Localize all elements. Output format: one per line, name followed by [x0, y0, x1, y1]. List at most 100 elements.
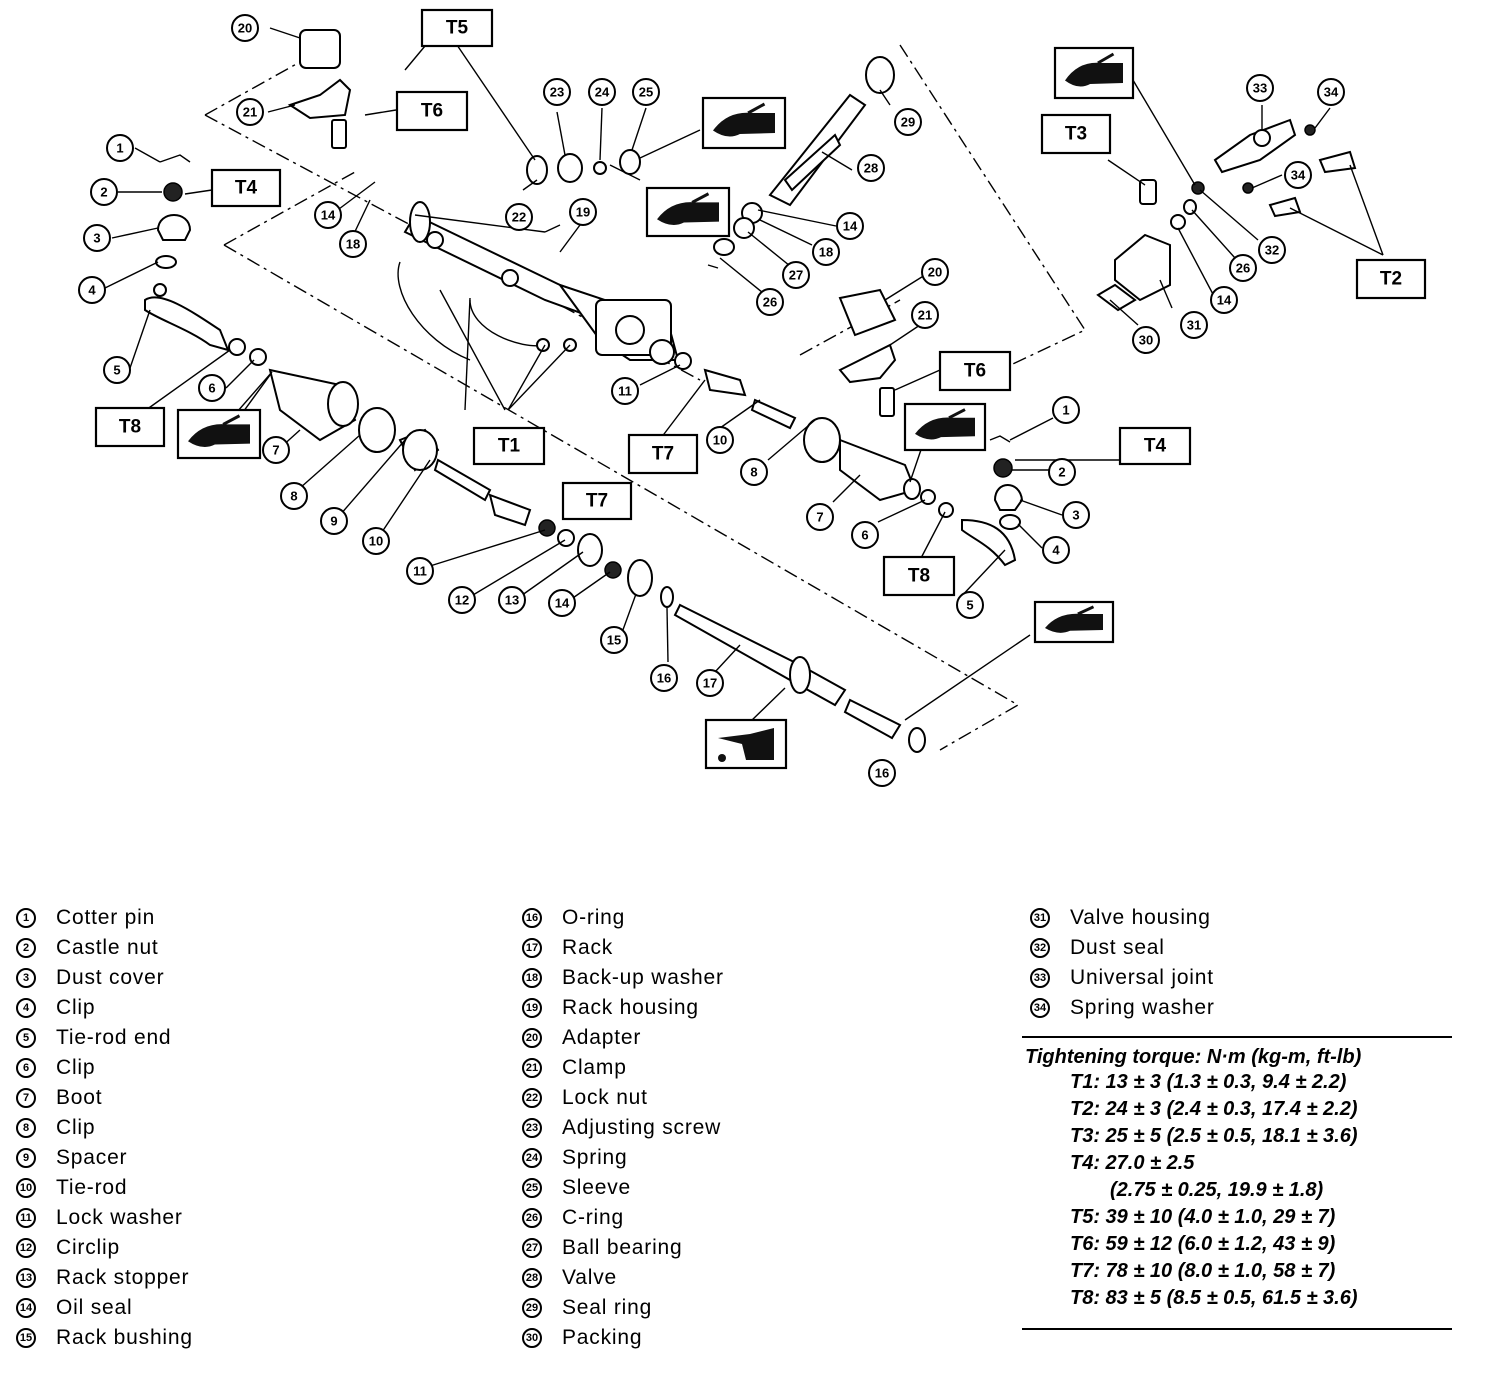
legend-item: 1 Cotter pin: [16, 903, 193, 933]
legend-item-number: 6: [16, 1058, 36, 1078]
legend-item-number: 3: [16, 968, 36, 988]
callout-14: 14: [314, 201, 342, 229]
legend-item-number: 14: [16, 1298, 36, 1318]
callout-33: 33: [1246, 74, 1274, 102]
torque-label-text: T6: [421, 101, 443, 122]
legend-item-number: 1: [16, 908, 36, 928]
callout-32: 32: [1258, 236, 1286, 264]
callout-4: 4: [78, 276, 106, 304]
tightening-torque-table: Tightening torque: N·m (kg-m, ft-lb) T1:…: [1022, 1036, 1452, 1330]
callout-number: 11: [413, 564, 427, 579]
callout-12: 12: [448, 586, 476, 614]
legend-item-number: 21: [522, 1058, 542, 1078]
torque-label-t7: T7: [627, 433, 699, 475]
legend-item-number: 24: [522, 1148, 542, 1168]
torque-label-t6: T6: [938, 350, 1012, 392]
callout-10: 10: [706, 426, 734, 454]
callout-number: 26: [1236, 261, 1250, 276]
legend-item-label: Packing: [562, 1326, 643, 1349]
callout-25: 25: [632, 78, 660, 106]
legend-item-number: 8: [16, 1118, 36, 1138]
callout-34: 34: [1317, 78, 1345, 106]
torque-label-text: T5: [446, 18, 469, 39]
grease-hand-icon: [645, 186, 731, 238]
callout-number: 17: [703, 676, 717, 691]
legend-item-label: Castle nut: [56, 936, 159, 959]
torque-label-t6: T6: [395, 90, 469, 132]
callout-number: 3: [93, 231, 100, 246]
callout-31: 31: [1180, 311, 1208, 339]
callout-number: 21: [918, 308, 932, 323]
torque-label-t3: T3: [1040, 113, 1112, 155]
legend-item-label: Cotter pin: [56, 906, 156, 929]
callout-number: 4: [1052, 543, 1060, 558]
legend-item-label: Rack stopper: [56, 1266, 190, 1289]
callout-number: 6: [208, 381, 215, 396]
legend-item-label: Lock nut: [562, 1086, 648, 1109]
torque-label-text: T6: [964, 361, 986, 382]
callout-number: 7: [816, 510, 823, 525]
legend-item-number: 26: [522, 1208, 542, 1228]
torque-label-t4: T4: [210, 168, 282, 208]
torque-label-t4: T4: [1118, 426, 1192, 466]
torque-label-t2: T2: [1355, 258, 1427, 300]
legend-item-number: 28: [522, 1268, 542, 1288]
legend-item-label: Oil seal: [56, 1296, 133, 1319]
legend-item-label: Tie-rod: [56, 1176, 128, 1199]
torque-label-text: T4: [1144, 436, 1167, 457]
callout-14: 14: [1210, 286, 1238, 314]
grease-hand-icon: [176, 408, 262, 460]
callout-26: 26: [1229, 254, 1257, 282]
valve-drawing: [526, 56, 895, 269]
callout-1: 1: [106, 134, 134, 162]
torque-table-title: Tightening torque: N·m (kg-m, ft-lb): [1025, 1046, 1362, 1068]
legend-item-number: 11: [16, 1208, 36, 1228]
callout-5: 5: [103, 356, 131, 384]
callout-18: 18: [339, 230, 367, 258]
callout-number: 23: [550, 85, 564, 100]
legend-item-label: Clip: [56, 1116, 96, 1139]
callout-3: 3: [83, 224, 111, 252]
callout-2: 2: [90, 178, 118, 206]
callout-number: 27: [789, 268, 803, 283]
callout-9: 9: [320, 507, 348, 535]
legend-item-number: 20: [522, 1028, 542, 1048]
callout-number: 8: [750, 465, 757, 480]
callout-8: 8: [280, 482, 308, 510]
callout-number: 14: [843, 219, 858, 234]
legend-item-label: C-ring: [562, 1206, 624, 1229]
legend-item-number: 9: [16, 1148, 36, 1168]
callout-number: 31: [1187, 318, 1201, 333]
callout-number: 12: [455, 593, 469, 608]
legend-item-label: Back-up washer: [562, 966, 724, 989]
left-tie-rod-drawing: [144, 154, 674, 608]
legend-item-number: 34: [1030, 998, 1050, 1018]
legend-item-label: Clamp: [562, 1056, 627, 1079]
callout-number: 13: [505, 593, 519, 608]
callout-16: 16: [650, 664, 678, 692]
callout-19: 19: [569, 198, 597, 226]
callout-20: 20: [231, 14, 259, 42]
legend-item-label: Spring: [562, 1146, 628, 1169]
callout-number: 2: [100, 185, 107, 200]
legend-item-label: Rack housing: [562, 996, 699, 1019]
callout-number: 14: [1217, 293, 1232, 308]
legend-item-label: Spring washer: [1070, 996, 1215, 1019]
callout-26: 26: [756, 288, 784, 316]
callout-number: 28: [864, 161, 878, 176]
legend-item-number: 13: [16, 1268, 36, 1288]
legend-item-number: 2: [16, 938, 36, 958]
legend-item-number: 15: [16, 1328, 36, 1348]
legend-item-label: Lock washer: [56, 1206, 183, 1229]
legend-item-label: Boot: [56, 1086, 103, 1109]
callout-18: 18: [812, 238, 840, 266]
